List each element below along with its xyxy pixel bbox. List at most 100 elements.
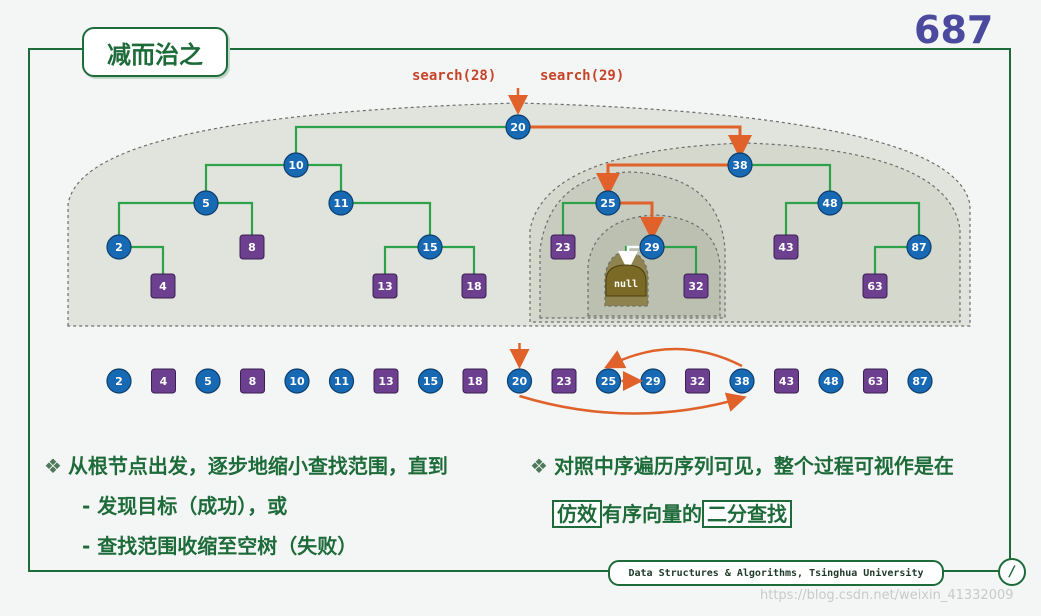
node-circle [328,368,355,394]
watermark: https://blog.csdn.net/weixin_41332009 [760,588,1014,603]
node-circle [727,152,753,178]
node-label: 25 [601,375,616,388]
inorder-jump-25 [604,347,743,369]
tree-edge-n38-n48 [740,163,832,191]
node-label: 10 [289,375,305,388]
tree-edge-n10-n11 [296,163,343,191]
node-label: 87 [911,241,926,254]
inorder-node-10: 10 [284,368,310,394]
bullet-right-sub: 仿效有序向量的二分查找 [552,498,792,528]
tree-node-15: 15 [417,234,443,260]
bullet-diamond-icon: ❖ [530,454,548,478]
node-label: 2 [115,241,123,254]
node-label: 63 [867,280,882,293]
tree-edge-n29-n32 [652,245,698,274]
page-number: 687 [914,8,994,52]
inorder-node-18: 18 [462,368,488,394]
node-label: 5 [202,197,210,210]
node-square [685,368,710,394]
node-square [551,368,577,394]
null-shape [605,264,647,297]
tree-node-48: 48 [817,190,843,216]
node-label: 20 [512,375,528,388]
tree-node-18: 18 [461,273,487,299]
bullet-left-sub1: - 发现目标（成功），或 [82,494,288,518]
tree-node-20: 20 [505,114,531,140]
node-label: 4 [159,280,167,293]
node-circle [639,234,665,260]
ordered-vector-text: 有序向量的 [602,502,702,526]
node-label: 38 [732,159,747,172]
bullet-right-main-text: 对照中序遍历序列可见，整个过程可视作是在 [553,454,954,478]
bullet-left-sub2: - 查找范围收缩至空树（失败） [82,534,358,558]
node-circle [417,368,444,394]
inorder-node-4: 4 [151,368,176,394]
node-square [773,234,799,260]
tree-edge-n10-n5 [204,163,296,191]
node-circle [907,368,933,394]
node-square [239,234,265,260]
tree-edge-n20-n38 [518,125,752,159]
tree-node-25: 25 [595,190,621,216]
tree-edge-n15-n18 [430,245,476,274]
tree-node-32: 32 [683,273,709,299]
node-square [862,273,888,299]
node-square [774,368,799,394]
bullet-left-main: ❖从根节点出发，逐步地缩小查找范围，直到 [44,450,448,479]
tree-edge-n38-n25 [596,163,740,197]
node-circle [595,190,621,216]
node-label: 10 [288,159,304,172]
node-label: 29 [644,241,659,254]
node-label: 8 [249,375,257,388]
node-circle [417,234,443,260]
tree-edge-n20-n10 [294,125,518,153]
node-label: 23 [555,241,570,254]
node-label: 48 [823,375,838,388]
bullet-diamond-icon: ❖ [44,454,62,478]
inorder-node-48: 48 [818,368,844,394]
inorder-node-5: 5 [195,368,221,394]
node-label: 2 [115,375,123,388]
node-label: 43 [778,241,793,254]
inorder-node-29: 29 [640,368,666,394]
node-circle [106,368,132,394]
tree-node-29: 29 [639,234,665,260]
tree-node-23: 23 [550,234,576,260]
node-label: 15 [423,375,438,388]
tree-edge-n2-n4 [119,245,165,274]
node-label: 11 [334,375,349,388]
tree-node-5: 5 [193,190,219,216]
node-circle [595,368,622,394]
node-circle [906,234,932,260]
node-square [550,234,576,260]
tree-node-87: 87 [906,234,932,260]
node-square [863,368,888,394]
node-circle [106,234,132,260]
binary-search-box: 二分查找 [702,500,792,528]
node-label: 15 [422,241,437,254]
tree-edge-n11-n15 [341,201,432,235]
tree-node-13: 13 [372,273,398,299]
node-square [372,273,398,299]
node-square [373,368,399,394]
node-square [461,273,487,299]
tree-node-38: 38 [727,152,753,178]
inorder-node-25: 25 [595,368,622,394]
node-label: 13 [378,375,393,388]
inorder-node-87: 87 [907,368,933,394]
node-label: 18 [467,375,482,388]
node-label: 32 [690,375,705,388]
tree-edge-n48-n87 [830,201,921,235]
imitate-box: 仿效 [552,500,602,528]
tree-edge-n48-n43 [784,201,830,235]
tree-edge-n15-n13 [383,245,430,274]
search-label-29: search(29) [540,68,625,84]
tree-node-63: 63 [862,273,888,299]
node-label: 11 [333,197,348,210]
inorder-jump-38 [519,392,747,415]
node-label: 5 [204,375,212,388]
node-square [150,273,176,299]
tree-edge-n5-n8 [206,201,254,235]
inorder-node-32: 32 [685,368,710,394]
